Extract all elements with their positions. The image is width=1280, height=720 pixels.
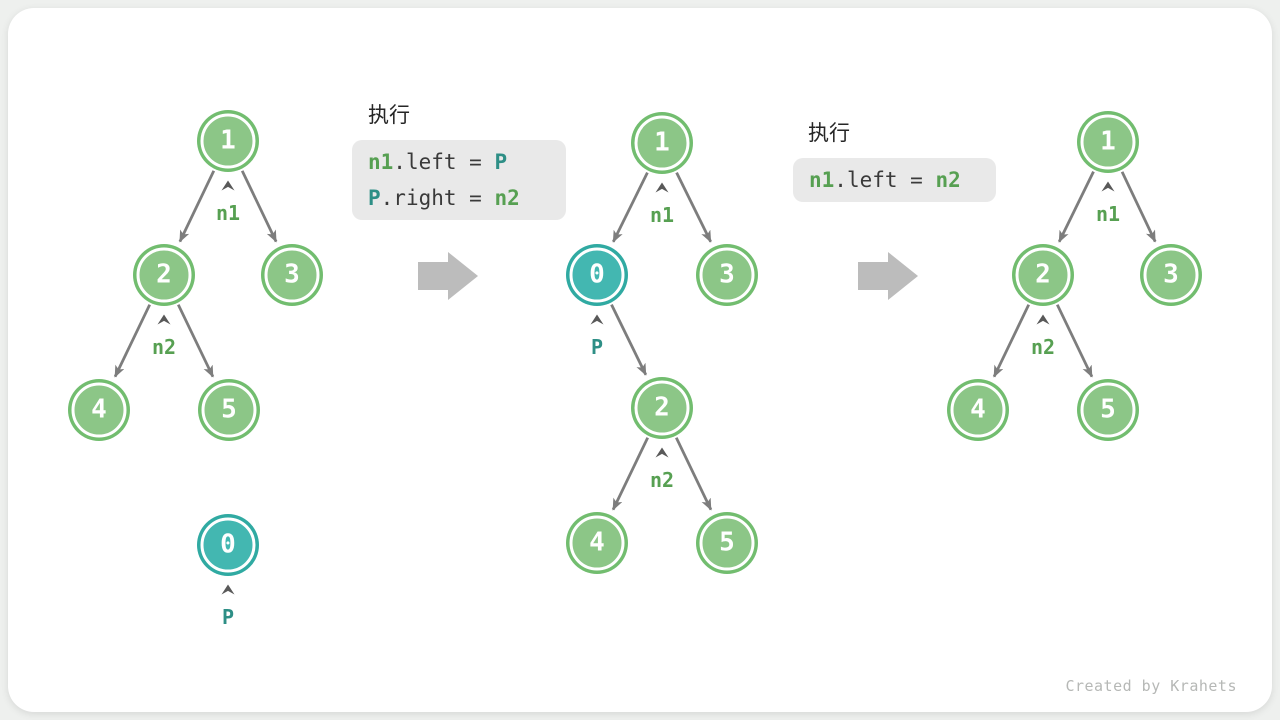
tree-node-before-2: 2	[136, 247, 192, 303]
tree-node-before-0: 0	[200, 517, 256, 573]
tree-node-during-5: 5	[699, 515, 755, 571]
tree-node-before-4: 4	[71, 382, 127, 438]
code-token: n1	[809, 168, 835, 192]
pointer-caret-icon	[590, 314, 604, 325]
code-token: n1	[368, 150, 394, 174]
tree-node-after-1: 1	[1080, 114, 1136, 170]
pointer-caret-icon	[1101, 181, 1115, 192]
code-line-1-2: P.right = n2	[368, 180, 566, 216]
tree-node-after-2: 2	[1015, 247, 1071, 303]
pointer-label-before-n2: n2	[151, 335, 177, 359]
tree-node-before-5: 5	[201, 382, 257, 438]
watermark: Created by Krahets	[1065, 677, 1237, 695]
code-token: n2	[494, 186, 520, 210]
tree-node-before-3: 3	[264, 247, 320, 303]
pointer-label-after-n2: n2	[1030, 335, 1056, 359]
code-block-2-title: 执行	[808, 121, 850, 145]
pointer-label-before-P: P	[221, 605, 235, 629]
pointer-label-during-n1: n1	[649, 203, 675, 227]
tree-node-during-0: 0	[569, 247, 625, 303]
pointer-caret-icon	[221, 180, 235, 191]
tree-edge-after-2-5	[1056, 304, 1094, 378]
pointer-label-during-n2: n2	[649, 468, 675, 492]
tree-edge-before-2-4	[113, 304, 151, 378]
tree-node-during-2: 2	[634, 380, 690, 436]
pointer-caret-icon	[221, 584, 235, 595]
tree-node-during-4: 4	[569, 515, 625, 571]
code-token: .right =	[380, 186, 495, 210]
tree-edge-after-1-2	[1057, 170, 1095, 243]
tree-node-after-5: 5	[1080, 382, 1136, 438]
tree-node-after-3: 3	[1143, 247, 1199, 303]
step-arrow-icon-2	[858, 252, 918, 300]
step-arrow-icon-1	[418, 252, 478, 300]
code-line-1-1: n1.left = P	[368, 144, 566, 180]
tree-edge-before-1-2	[178, 170, 216, 243]
tree-edge-during-1-3	[675, 171, 712, 243]
code-token: .left =	[393, 150, 495, 174]
tree-edge-during-0-2	[610, 303, 648, 376]
pointer-caret-icon	[157, 314, 171, 325]
code-token: P	[368, 186, 381, 210]
pointer-caret-icon	[655, 182, 669, 193]
tree-edge-after-2-4	[992, 304, 1030, 378]
tree-node-during-3: 3	[699, 247, 755, 303]
tree-node-during-1: 1	[634, 115, 690, 171]
tree-edge-during-1-0	[612, 171, 649, 243]
pointer-caret-icon	[655, 447, 669, 458]
code-block-2-box: n1.left = n2	[793, 158, 996, 202]
tree-edge-after-1-3	[1120, 171, 1157, 243]
tree-node-after-4: 4	[950, 382, 1006, 438]
pointer-label-during-P: P	[590, 335, 604, 359]
tree-edge-before-2-5	[177, 304, 215, 378]
code-line-2-1: n1.left = n2	[809, 162, 996, 198]
code-token: .left =	[834, 168, 936, 192]
tree-edge-before-1-3	[240, 170, 278, 243]
pointer-caret-icon	[1036, 314, 1050, 325]
code-token: n2	[935, 168, 961, 192]
tree-edge-during-2-4	[611, 437, 649, 511]
code-token: P	[494, 150, 508, 174]
pointer-label-before-n1: n1	[215, 201, 241, 225]
pointer-label-after-n1: n1	[1095, 202, 1121, 226]
code-block-1-title: 执行	[368, 103, 410, 127]
tree-edge-during-2-5	[675, 437, 713, 511]
tree-node-before-1: 1	[200, 113, 256, 169]
